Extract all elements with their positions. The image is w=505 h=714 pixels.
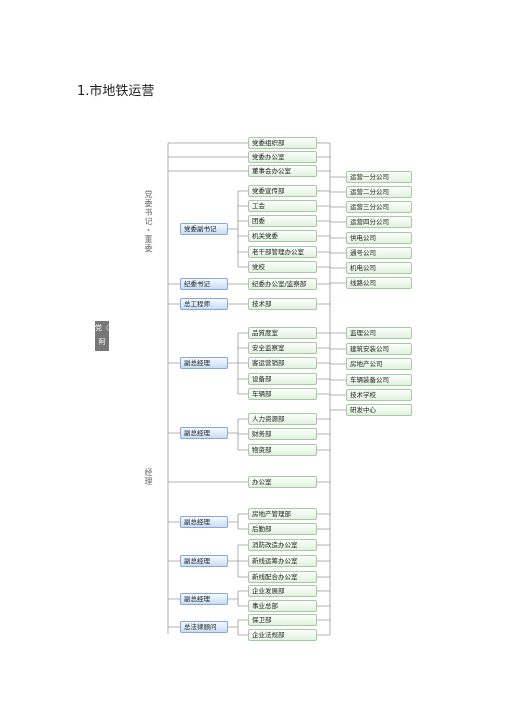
org-box-legal[interactable]: 总法律顾问	[180, 621, 228, 633]
org-box-dept-25[interactable]: 企业发展部	[248, 585, 317, 597]
org-box-dept-13[interactable]: 客运营销部	[248, 357, 317, 369]
org-box-subsidiary-4[interactable]: 供电公司	[346, 232, 412, 244]
org-box-dept-11[interactable]: 品質度室	[248, 327, 317, 339]
org-box-vgm4[interactable]: 副总经理	[180, 555, 228, 567]
org-box-dept-19[interactable]: 办公室	[248, 476, 317, 488]
org-box-chief_engineer[interactable]: 总工程师	[180, 298, 228, 310]
org-box-company-4[interactable]: 技术学校	[346, 389, 412, 401]
org-box-dept-4[interactable]: 工会	[248, 200, 317, 212]
org-box-dept-15[interactable]: 车辆部	[248, 388, 317, 400]
org-box-dept-22[interactable]: 消防改造办公室	[248, 539, 317, 551]
org-box-vgm3[interactable]: 副总经理	[180, 516, 228, 528]
org-box-dept-26[interactable]: 事业总部	[248, 600, 317, 612]
org-box-dept-14[interactable]: 设备部	[248, 373, 317, 385]
org-box-dept-18[interactable]: 物资部	[248, 444, 317, 456]
org-box-subsidiary-6[interactable]: 机电公司	[346, 262, 412, 274]
org-box-subsidiary-1[interactable]: 运营二分公司	[346, 186, 412, 198]
org-box-vgm5[interactable]: 副总经理	[180, 593, 228, 605]
org-box-vgm2[interactable]: 副总经理	[180, 427, 228, 439]
org-box-subsidiary-3[interactable]: 运营四分公司	[346, 216, 412, 228]
org-box-dept-28[interactable]: 企业法规部	[248, 629, 317, 641]
org-box-dept-23[interactable]: 新线运筹办公室	[248, 555, 317, 567]
side-tag: 党〈 阿	[95, 321, 109, 351]
org-box-company-0[interactable]: 监理公司	[346, 327, 412, 339]
org-box-dept-16[interactable]: 人力资源部	[248, 413, 317, 425]
org-box-dept-9[interactable]: 纪委办公室/监察部	[248, 278, 317, 290]
org-box-dept-2[interactable]: 董事会办公室	[248, 165, 317, 177]
org-box-subsidiary-2[interactable]: 运营三分公司	[346, 201, 412, 213]
party-leadership-label: 党委书记・董委	[144, 190, 153, 253]
org-box-dept-3[interactable]: 党委宣传部	[248, 185, 317, 197]
org-box-dept-10[interactable]: 技术部	[248, 298, 317, 310]
page-title: 1.市地铁运营	[77, 84, 155, 99]
org-box-dept-12[interactable]: 安全监察室	[248, 342, 317, 354]
org-box-dept-27[interactable]: 保卫部	[248, 614, 317, 626]
org-box-subsidiary-7[interactable]: 线路公司	[346, 277, 412, 289]
org-box-company-1[interactable]: 建筑安装公司	[346, 343, 412, 355]
org-box-dept-6[interactable]: 机关党委	[248, 230, 317, 242]
org-box-dept-1[interactable]: 党委办公室	[248, 151, 317, 163]
org-box-subsidiary-5[interactable]: 通号公司	[346, 247, 412, 259]
org-box-dept-7[interactable]: 老干部管理办公室	[248, 246, 317, 258]
org-box-dept-5[interactable]: 团委	[248, 215, 317, 227]
org-box-company-2[interactable]: 房地产公司	[346, 358, 412, 370]
org-box-dept-0[interactable]: 党委组织部	[248, 137, 317, 149]
manager-label: 经理	[144, 468, 153, 486]
org-box-dept-8[interactable]: 党校	[248, 261, 317, 273]
org-box-dept-24[interactable]: 新线配合办公室	[248, 571, 317, 583]
org-box-company-3[interactable]: 车辆装备公司	[346, 374, 412, 386]
org-box-deputy_secretary[interactable]: 党委副书记	[180, 223, 228, 235]
org-box-dept-17[interactable]: 财务部	[248, 428, 317, 440]
org-box-subsidiary-0[interactable]: 运营一分公司	[346, 171, 412, 183]
org-box-vgm1[interactable]: 副总经理	[180, 357, 228, 369]
org-box-discipline_secretary[interactable]: 纪委书记	[180, 278, 228, 290]
org-box-company-5[interactable]: 研发中心	[346, 404, 412, 416]
org-box-dept-20[interactable]: 房地产管理部	[248, 508, 317, 520]
org-box-dept-21[interactable]: 后勤部	[248, 523, 317, 535]
